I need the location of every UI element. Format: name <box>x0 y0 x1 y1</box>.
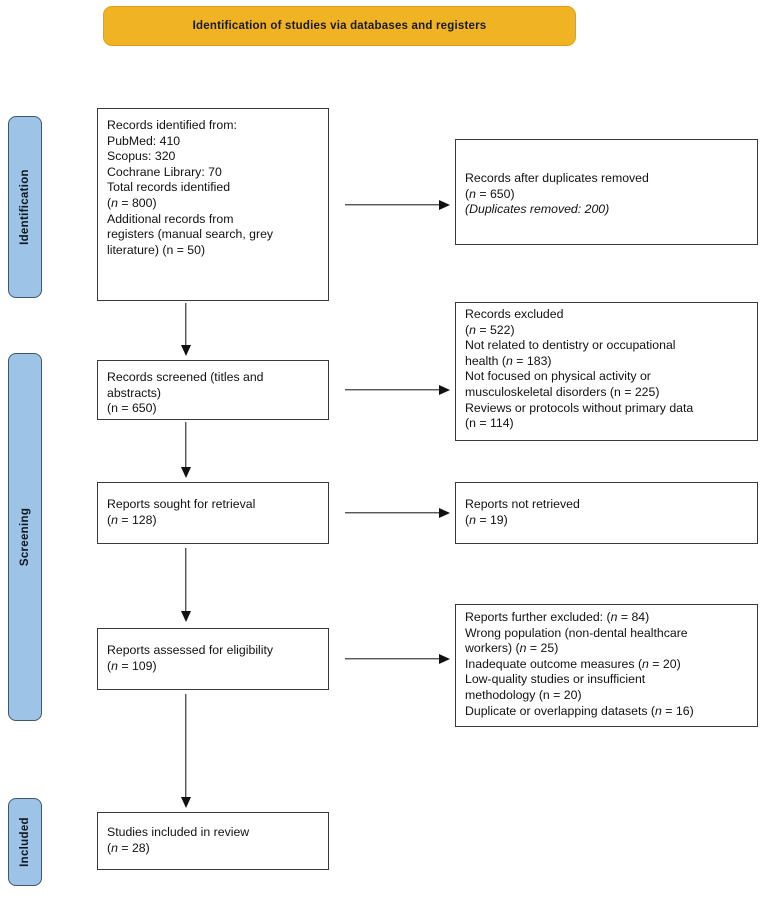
records-screened-line-1: Records screened (titles and <box>107 370 264 384</box>
box-reports-sought: Reports sought for retrieval (n = 128) <box>97 482 329 544</box>
reports-not-retrieved-line-1: Reports not retrieved <box>465 497 580 511</box>
box-records-excluded: Records excluded (n = 522) Not related t… <box>455 302 758 441</box>
stage-tab-screening-label: Screening <box>19 507 31 567</box>
records-excluded-reason-2b: musculoskeletal disorders (n = 225) <box>465 384 660 399</box>
studies-included-line-1: Studies included in review <box>107 825 250 839</box>
arrow-sought-to-not-retrieved <box>345 506 450 520</box>
records-excluded-reason-3a: Reviews or protocols without primary dat… <box>465 400 694 415</box>
records-identified-count: (n = 800) <box>107 195 157 210</box>
arrow-assessed-to-included <box>179 694 193 808</box>
records-excluded-reason-1a: Not related to dentistry or occupational <box>465 338 676 353</box>
stage-tab-included-label: Included <box>19 817 31 867</box>
stage-tab-screening: Screening <box>8 353 42 721</box>
further-excluded-reason-4: Duplicate or overlapping datasets (n = 1… <box>465 703 694 718</box>
header-banner: Identification of studies via databases … <box>103 6 576 46</box>
further-excluded-reason-3a: Low-quality studies or insufficient <box>465 672 646 687</box>
box-reports-assessed: Reports assessed for eligibility (n = 10… <box>97 628 329 690</box>
further-excluded-reason-1a: Wrong population (non-dental healthcare <box>465 625 688 640</box>
studies-included-count: (n = 28) <box>107 840 150 855</box>
records-identified-line-3: Scopus: 320 <box>107 149 176 164</box>
arrow-screened-to-sought <box>179 422 193 478</box>
stage-tab-identification-label: Identification <box>19 169 31 245</box>
arrow-screened-to-excluded <box>345 383 450 397</box>
further-excluded-line-1: Reports further excluded: (n = 84) <box>465 610 650 624</box>
box-reports-not-retrieved: Reports not retrieved (n = 19) <box>455 482 758 544</box>
further-excluded-reason-1b: workers) (n = 25) <box>465 641 559 656</box>
records-excluded-count: (n = 522) <box>465 322 515 337</box>
records-excluded-reason-1b: health (n = 183) <box>465 353 552 368</box>
reports-sought-count: (n = 128) <box>107 512 157 527</box>
records-excluded-reason-3b: (n = 114) <box>465 416 514 431</box>
arrow-identified-to-screened <box>179 303 193 356</box>
box-records-screened: Records screened (titles and abstracts) … <box>97 360 329 420</box>
stage-tab-identification: Identification <box>8 116 42 298</box>
records-identified-line-7: Additional records from <box>107 211 234 226</box>
records-identified-line-2: PubMed: 410 <box>107 133 181 148</box>
records-excluded-line-1: Records excluded <box>465 307 564 321</box>
box-reports-further-excluded: Reports further excluded: (n = 84) Wrong… <box>455 604 758 727</box>
reports-assessed-count: (n = 109) <box>107 658 157 673</box>
reports-assessed-line-1: Reports assessed for eligibility <box>107 643 274 657</box>
box-studies-included: Studies included in review (n = 28) <box>97 812 329 870</box>
records-screened-line-2: abstracts) <box>107 385 161 400</box>
arrow-sought-to-assessed <box>179 548 193 622</box>
records-excluded-reason-2a: Not focused on physical activity or <box>465 369 651 384</box>
records-identified-line-4: Cochrane Library: 70 <box>107 164 222 179</box>
duplicates-removed-line-1: Records after duplicates removed <box>465 171 649 185</box>
box-duplicates-removed: Records after duplicates removed (n = 65… <box>455 139 758 245</box>
records-screened-count: (n = 650) <box>107 401 157 416</box>
box-records-identified: Records identified from: PubMed: 410 Sco… <box>97 108 329 301</box>
further-excluded-reason-3b: methodology (n = 20) <box>465 687 582 702</box>
records-identified-line-5: Total records identified <box>107 180 231 195</box>
records-identified-line-1: Records identified from: <box>107 118 237 132</box>
duplicates-removed-count: (n = 650) <box>465 186 515 201</box>
records-identified-line-9: literature) (n = 50) <box>107 242 206 257</box>
further-excluded-reason-2: Inadequate outcome measures (n = 20) <box>465 656 681 671</box>
duplicates-removed-note: (Duplicates removed: 200) <box>465 202 610 217</box>
header-banner-title: Identification of studies via databases … <box>192 20 487 32</box>
arrow-assessed-to-further-excluded <box>345 652 450 666</box>
stage-tab-included: Included <box>8 798 42 886</box>
reports-not-retrieved-count: (n = 19) <box>465 512 508 527</box>
records-identified-line-8: registers (manual search, grey <box>107 227 274 242</box>
arrow-identified-to-duplicates <box>345 198 450 212</box>
reports-sought-line-1: Reports sought for retrieval <box>107 497 256 511</box>
